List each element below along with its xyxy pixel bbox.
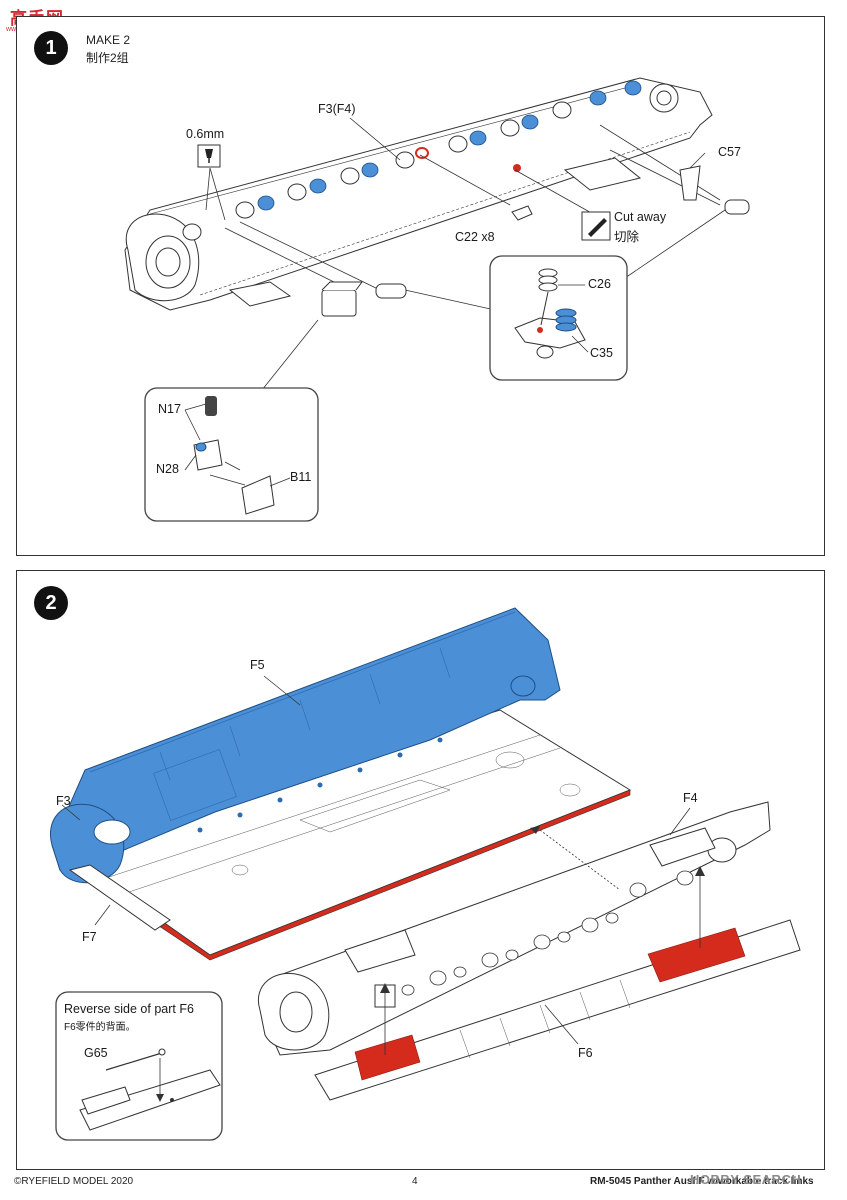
label-f4: F4 [683,791,698,805]
footer-product-name: RM-5045 Panther Ausf.F w/workable track … [590,1176,814,1187]
label-f3: F3 [56,794,71,808]
suspension-mounts [182,80,642,241]
label-reverse-side: Reverse side of part F6 [64,1002,194,1016]
footer-copyright: ©RYEFIELD MODEL 2020 [14,1176,134,1187]
detail-n17-n28-b11 [184,396,291,515]
step2-leader-lines [61,675,701,1055]
idler-mount-part [321,199,750,317]
callout-n17-n28-b11 [144,387,319,522]
label-g65: G65 [84,1046,108,1060]
step-2-number: 2 [34,586,68,620]
part-f5-blue-side-wall [50,607,561,884]
footer-page-number: 4 [412,1176,418,1187]
thickness-symbol-icon [197,144,221,168]
label-f5: F5 [250,658,265,672]
detail-c26-c35 [514,268,589,359]
label-cut-away-cn: 切除 [614,230,640,244]
part-f6-plate [314,919,801,1101]
label-thickness: 0.6mm [186,127,225,141]
label-c57: C57 [718,145,741,159]
label-b11: B11 [290,470,312,484]
label-f7: F7 [82,930,97,944]
part-c57 [679,165,701,201]
label-c22: C22 x8 [455,230,495,244]
detail-g65 [79,1048,221,1131]
footer-watermark: HOBBY SEARCH [690,1172,802,1187]
label-cut-away: Cut away [614,210,667,224]
label-f3-f4: F3(F4) [318,102,356,116]
label-n17: N17 [158,402,181,416]
step-1-title-cn: 制作2组 [86,51,129,65]
step1-leader-lines [205,117,726,391]
label-reverse-side-cn: F6零件的背面。 [64,1022,136,1033]
hull-side-wall-step1 [124,77,713,311]
step2-arrowheads [380,826,705,993]
step-2-panel [16,570,825,1170]
step-1-number: 1 [34,31,68,65]
label-f6: F6 [578,1046,593,1060]
label-c26: C26 [588,277,611,291]
step-1-title: MAKE 2 [86,33,131,47]
cut-away-knife-icon [581,211,611,241]
label-c35: C35 [590,346,613,360]
label-n28: N28 [156,462,179,476]
part-f7-rail [68,864,171,931]
